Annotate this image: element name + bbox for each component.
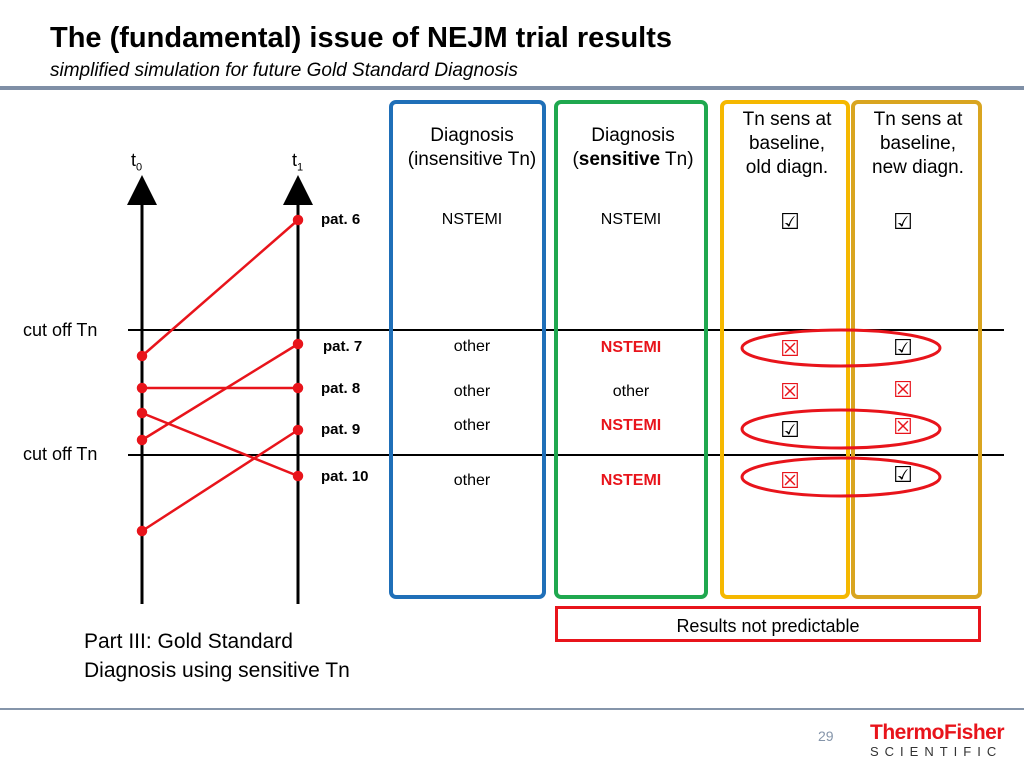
new-header-line2: baseline, — [879, 133, 957, 154]
sensitive-cell-pat7: NSTEMI — [600, 339, 662, 356]
insensitive-cell-pat10: other — [453, 472, 491, 489]
old-diagnosis-box — [720, 100, 850, 599]
patient-label-7: pat. 7 — [323, 338, 363, 355]
page-subtitle: simplified simulation for future Gold St… — [50, 60, 518, 81]
footer-divider — [0, 708, 1024, 710]
pat6-t1-point — [292, 214, 304, 226]
ballot-box-with-x-icon: ☒ — [780, 468, 800, 493]
sensitive-cell-pat6: NSTEMI — [600, 211, 662, 228]
insensitive-cell-pat6: NSTEMI — [441, 211, 503, 228]
insensitive-diagnosis-header: Diagnosis (insensitive Tn) — [392, 124, 552, 172]
highlight-ellipse-pat10 — [740, 456, 942, 498]
old-header-line1: Tn sens at — [742, 109, 832, 130]
page-title: The (fundamental) issue of NEJM trial re… — [50, 22, 672, 54]
pat9-t0-point — [136, 525, 148, 537]
pat10-t1-point — [292, 470, 304, 482]
new-diagnosis-header: Tn sens at baseline, new diagn. — [853, 108, 983, 180]
pat9-trajectory — [141, 428, 299, 533]
insensitive-diagnosis-box — [389, 100, 546, 599]
ballot-box-with-x-icon: ☒ — [780, 336, 800, 361]
pat8-t1-point — [292, 382, 304, 394]
pat8-t0-point — [136, 382, 148, 394]
sensitive-header-line1: Diagnosis — [591, 125, 675, 146]
insensitive-cell-pat8: other — [453, 383, 491, 400]
highlight-ellipse-pat9 — [740, 408, 942, 450]
sensitive-cell-pat9: NSTEMI — [600, 417, 662, 434]
thermo-fisher-logo: ThermoFisher SCIENTIFIC — [870, 721, 1005, 760]
part-description: Part III: Gold Standard Diagnosis using … — [84, 627, 350, 685]
ballot-box-with-x-icon: ☒ — [893, 414, 913, 439]
highlight-ellipse-pat7 — [740, 328, 942, 368]
old-header-line3: old diagn. — [745, 157, 829, 178]
page-number: 29 — [818, 728, 834, 744]
pat10-trajectory — [141, 411, 299, 478]
ballot-box-with-check-icon: ☑ — [780, 209, 800, 234]
ballot-box-with-check-icon: ☑ — [893, 335, 913, 360]
pat7-t1-point — [292, 338, 304, 350]
pat7-t0-point — [136, 434, 148, 446]
patient-label-10: pat. 10 — [321, 468, 369, 485]
insensitive-header-line2: (insensitive Tn) — [407, 149, 537, 170]
patient-label-6: pat. 6 — [321, 211, 361, 228]
sensitive-diagnosis-header: Diagnosis (sensitive Tn) — [553, 124, 713, 172]
title-divider — [0, 86, 1024, 90]
t0-label: t0 — [131, 150, 143, 174]
pat10-t0-point — [136, 407, 148, 419]
part-description-line1: Part III: Gold Standard — [84, 630, 293, 653]
insensitive-cell-pat7: other — [453, 338, 491, 355]
new-diagnosis-box — [851, 100, 982, 599]
logo-wordmark: ThermoFisher — [870, 721, 1005, 744]
ballot-box-with-x-icon: ☒ — [780, 379, 800, 404]
old-diagnosis-header: Tn sens at baseline, old diagn. — [722, 108, 852, 180]
patient-label-8: pat. 8 — [321, 380, 361, 397]
pat9-t1-point — [292, 424, 304, 436]
sensitive-cell-pat8: other — [612, 383, 650, 400]
patient-label-9: pat. 9 — [321, 421, 361, 438]
t1-label: t1 — [292, 150, 304, 174]
sensitive-diagnosis-box — [554, 100, 708, 599]
pat7-trajectory — [141, 342, 299, 442]
logo-tagline: SCIENTIFIC — [870, 744, 1003, 759]
ballot-box-with-x-icon: ☒ — [893, 377, 913, 402]
cut-off-label-lower: cut off Tn — [23, 444, 98, 464]
ballot-box-with-check-icon: ☑ — [780, 417, 800, 442]
sensitive-header-line2: (sensitive Tn) — [572, 149, 694, 170]
cut-off-label-upper: cut off Tn — [23, 320, 98, 340]
results-not-predictable-box: Results not predictable — [555, 606, 981, 642]
pat6-t0-point — [136, 350, 148, 362]
new-header-line1: Tn sens at — [873, 109, 963, 130]
pat6-trajectory — [141, 219, 299, 357]
part-description-line2: Diagnosis using sensitive Tn — [84, 659, 350, 682]
insensitive-header-line1: Diagnosis — [430, 125, 514, 146]
ballot-box-with-check-icon: ☑ — [893, 209, 913, 234]
insensitive-cell-pat9: other — [453, 417, 491, 434]
sensitive-cell-pat10: NSTEMI — [600, 472, 662, 489]
ballot-box-with-check-icon: ☑ — [893, 462, 913, 487]
old-header-line2: baseline, — [748, 133, 826, 154]
new-header-line3: new diagn. — [872, 157, 964, 178]
